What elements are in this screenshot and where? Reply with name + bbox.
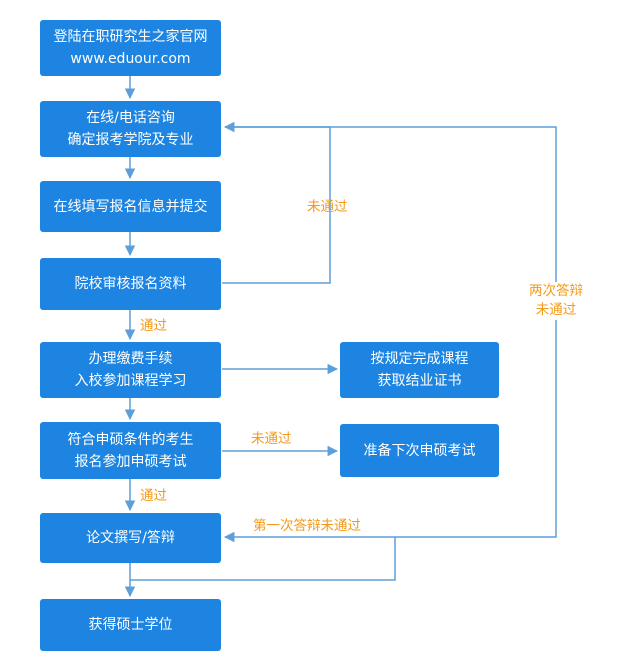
step-degree-exam[interactable]: 符合申硕条件的考生 报名参加申硕考试 [40, 422, 221, 479]
step-thesis[interactable]: 论文撰写/答辩 [40, 513, 221, 563]
loop-two-defense-fail [223, 126, 557, 543]
step-official-site-line2: www.eduour.com [70, 51, 191, 67]
label-two-defense-fail: 两次答辩 未通过 [529, 282, 583, 320]
step-official-site-line1: 登陆在职研究生之家官网 [53, 29, 208, 45]
step-apply-online[interactable]: 在线填写报名信息并提交 [40, 181, 221, 232]
step-enroll-line2: 入校参加课程学习 [74, 373, 187, 389]
step-degree-line1: 获得硕士学位 [88, 617, 173, 633]
step-enroll[interactable]: 办理缴费手续 入校参加课程学习 [40, 342, 221, 398]
step-certificate-line2: 获取结业证书 [377, 373, 462, 389]
step-degree-exam-line1: 符合申硕条件的考生 [67, 431, 194, 448]
label-first-defense-fail: 第一次答辩未通过 [253, 518, 361, 534]
step-retake-exam-line1: 准备下次申硕考试 [363, 442, 476, 459]
step-certificate[interactable]: 按规定完成课程 获取结业证书 [340, 342, 499, 398]
step-consult-line1: 在线/电话咨询 [86, 110, 175, 126]
step-retake-exam[interactable]: 准备下次申硕考试 [340, 424, 499, 477]
label-exam-pass: 通过 [140, 488, 167, 504]
step-consult-line2: 确定报考学院及专业 [67, 132, 194, 148]
label-review-fail: 未通过 [307, 199, 348, 215]
step-enroll-line1: 办理缴费手续 [88, 351, 173, 367]
label-review-pass: 通过 [140, 318, 167, 334]
step-certificate-line1: 按规定完成课程 [370, 351, 469, 367]
step-official-site[interactable]: 登陆在职研究生之家官网 www.eduour.com [40, 20, 221, 76]
label-exam-fail: 未通过 [251, 431, 292, 447]
label-two-defense-fail-line2: 未通过 [535, 302, 577, 318]
step-review-line1: 院校审核报名资料 [74, 276, 187, 292]
merge-line [130, 537, 396, 581]
step-consult[interactable]: 在线/电话咨询 确定报考学院及专业 [40, 101, 221, 157]
label-two-defense-fail-line1: 两次答辩 [529, 283, 583, 299]
step-apply-online-line1: 在线填写报名信息并提交 [53, 198, 208, 215]
step-degree-exam-line2: 报名参加申硕考试 [74, 453, 187, 470]
step-degree[interactable]: 获得硕士学位 [40, 599, 221, 651]
step-review[interactable]: 院校审核报名资料 [40, 258, 221, 310]
step-thesis-line1: 论文撰写/答辩 [86, 530, 175, 546]
